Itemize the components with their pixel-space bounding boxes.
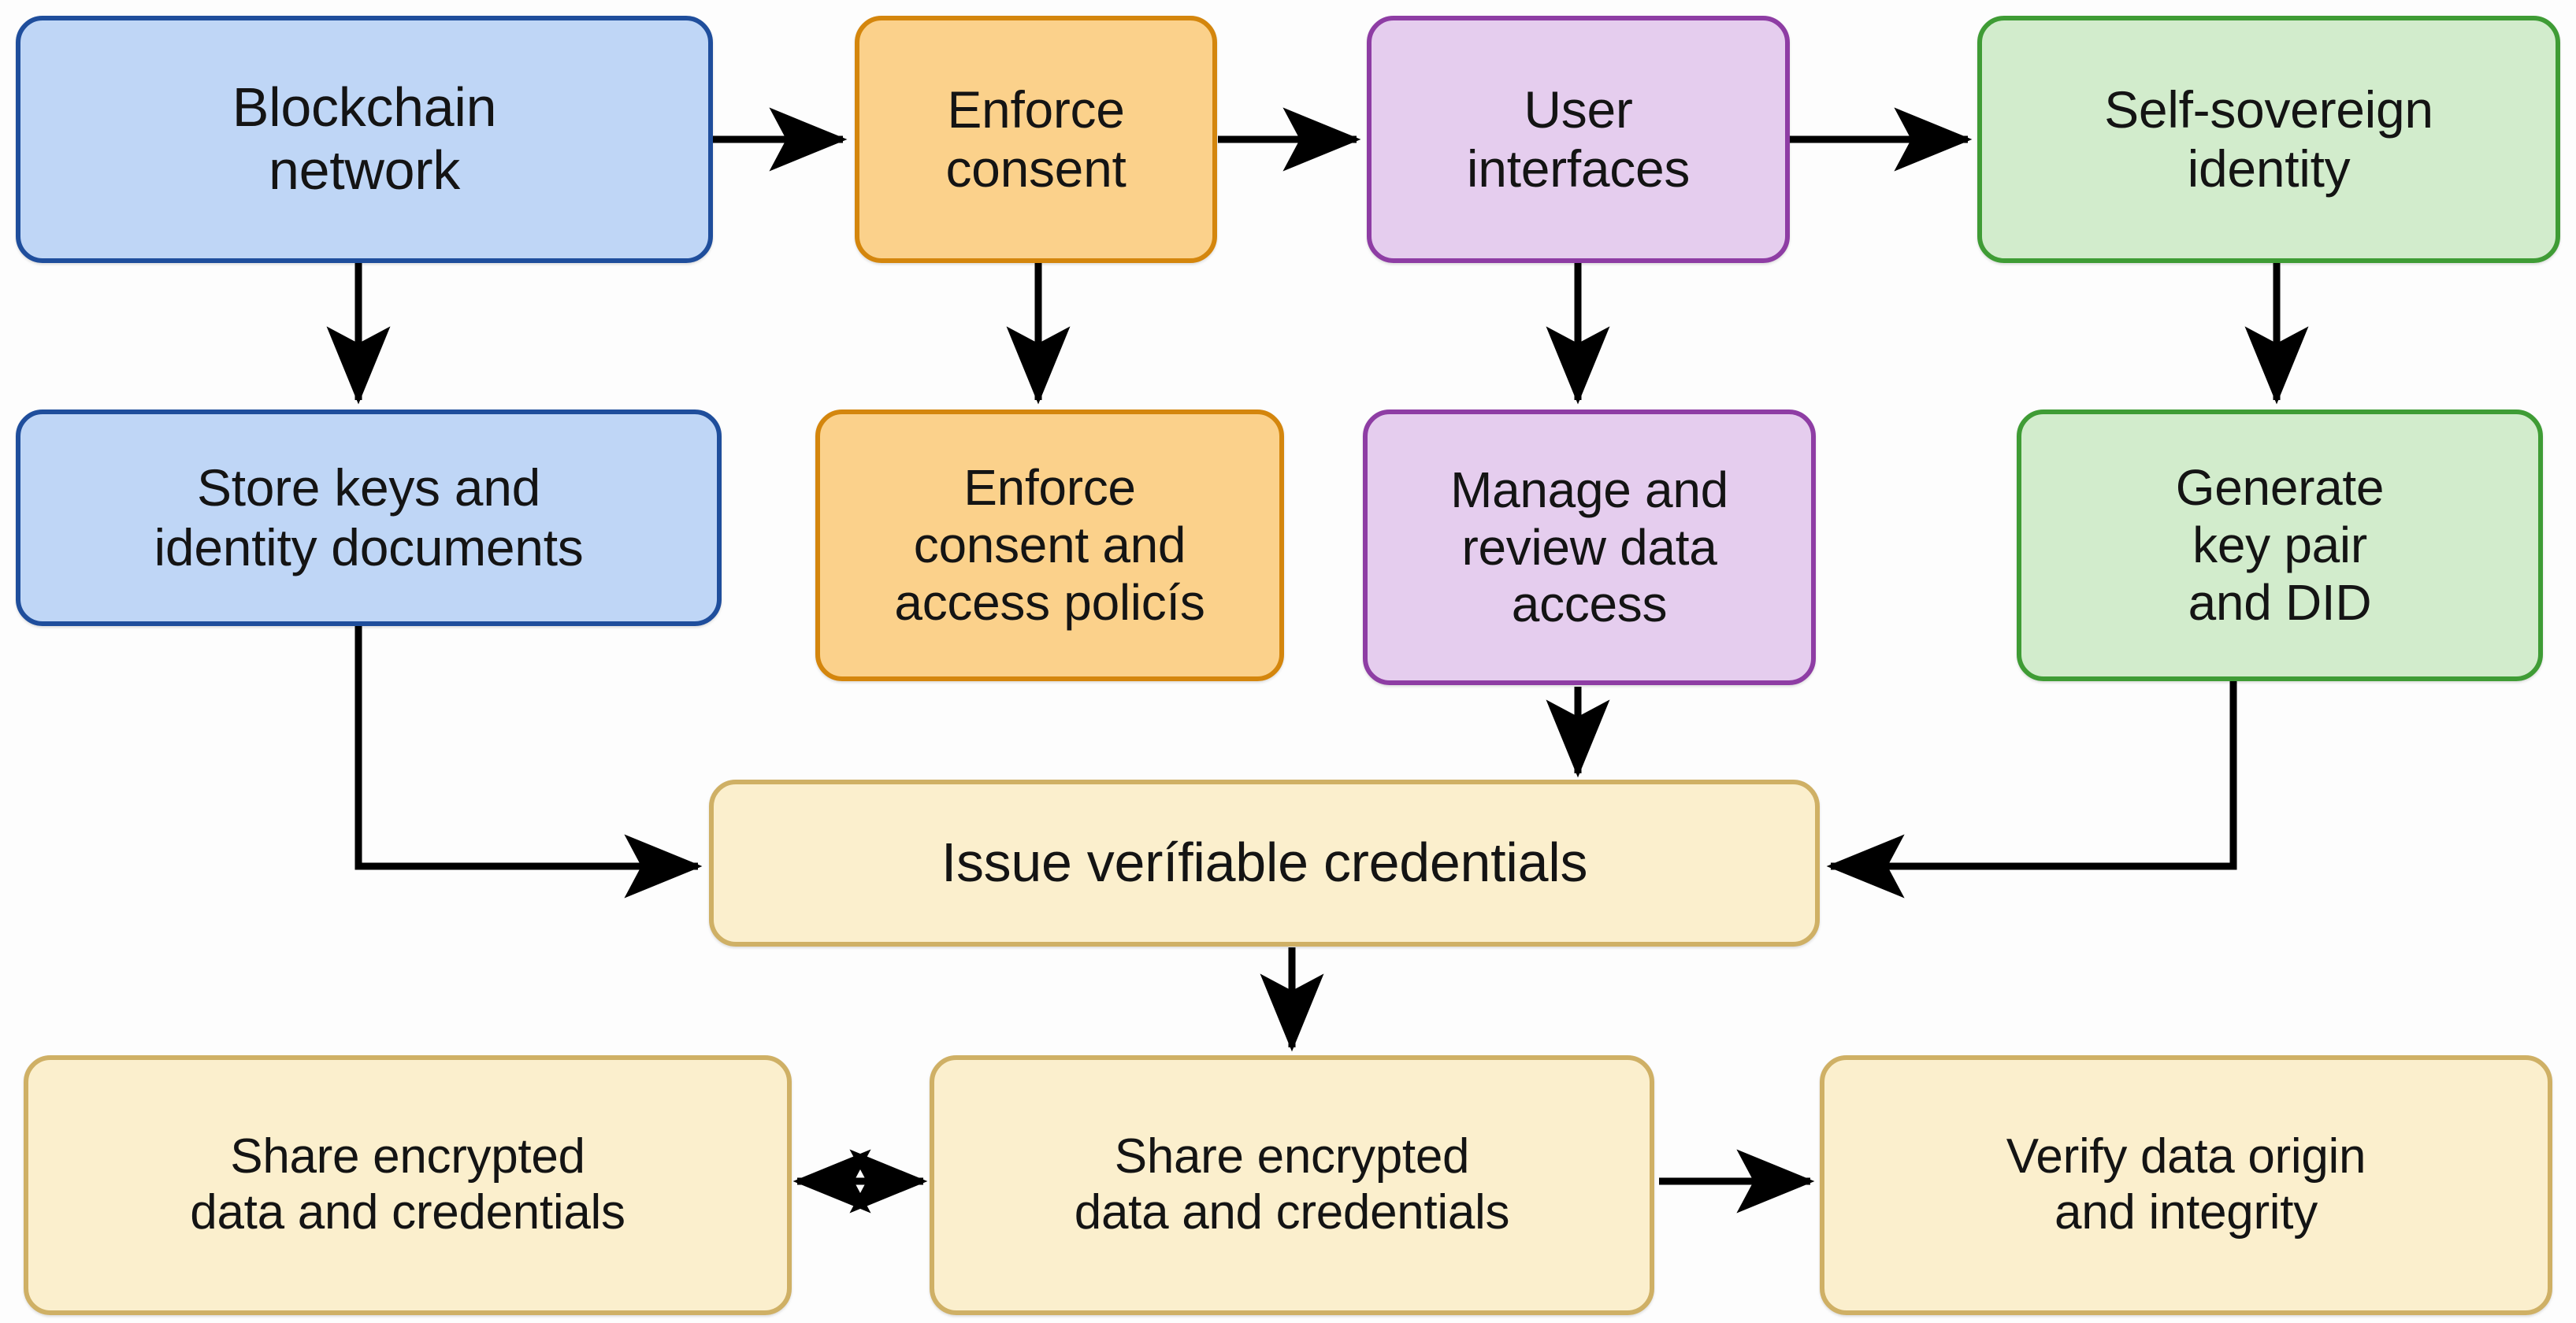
node-store-keys-and-identity-documents[interactable]: Store keys and identity documents — [16, 410, 722, 626]
node-blockchain-network[interactable]: Blockchain network — [16, 16, 713, 263]
connector-store-to-issue — [354, 625, 703, 899]
node-user-interfaces[interactable]: User interfaces — [1367, 16, 1790, 263]
node-issue-verifiable-credentials[interactable]: Issue verífiable credentials — [709, 780, 1820, 947]
node-share-encrypted-center[interactable]: Share encrypted data and credentials — [930, 1055, 1654, 1315]
node-self-sovereign-identity[interactable]: Self-sovereign identity — [1977, 16, 2560, 263]
node-verify-data-origin-and-integrity[interactable]: Verify data origin and integrity — [1820, 1055, 2552, 1315]
node-enforce-consent-and-access-policies[interactable]: Enforce consent and access policís — [815, 410, 1284, 681]
node-enforce-consent[interactable]: Enforce consent — [855, 16, 1217, 263]
node-generate-key-pair-and-did[interactable]: Generate key pair and DID — [2017, 410, 2543, 681]
connector-keypair-to-issue — [1826, 679, 2237, 899]
node-share-encrypted-left[interactable]: Share encrypted data and credentials — [24, 1055, 792, 1315]
node-manage-and-review-data-access[interactable]: Manage and review data access — [1363, 410, 1816, 685]
